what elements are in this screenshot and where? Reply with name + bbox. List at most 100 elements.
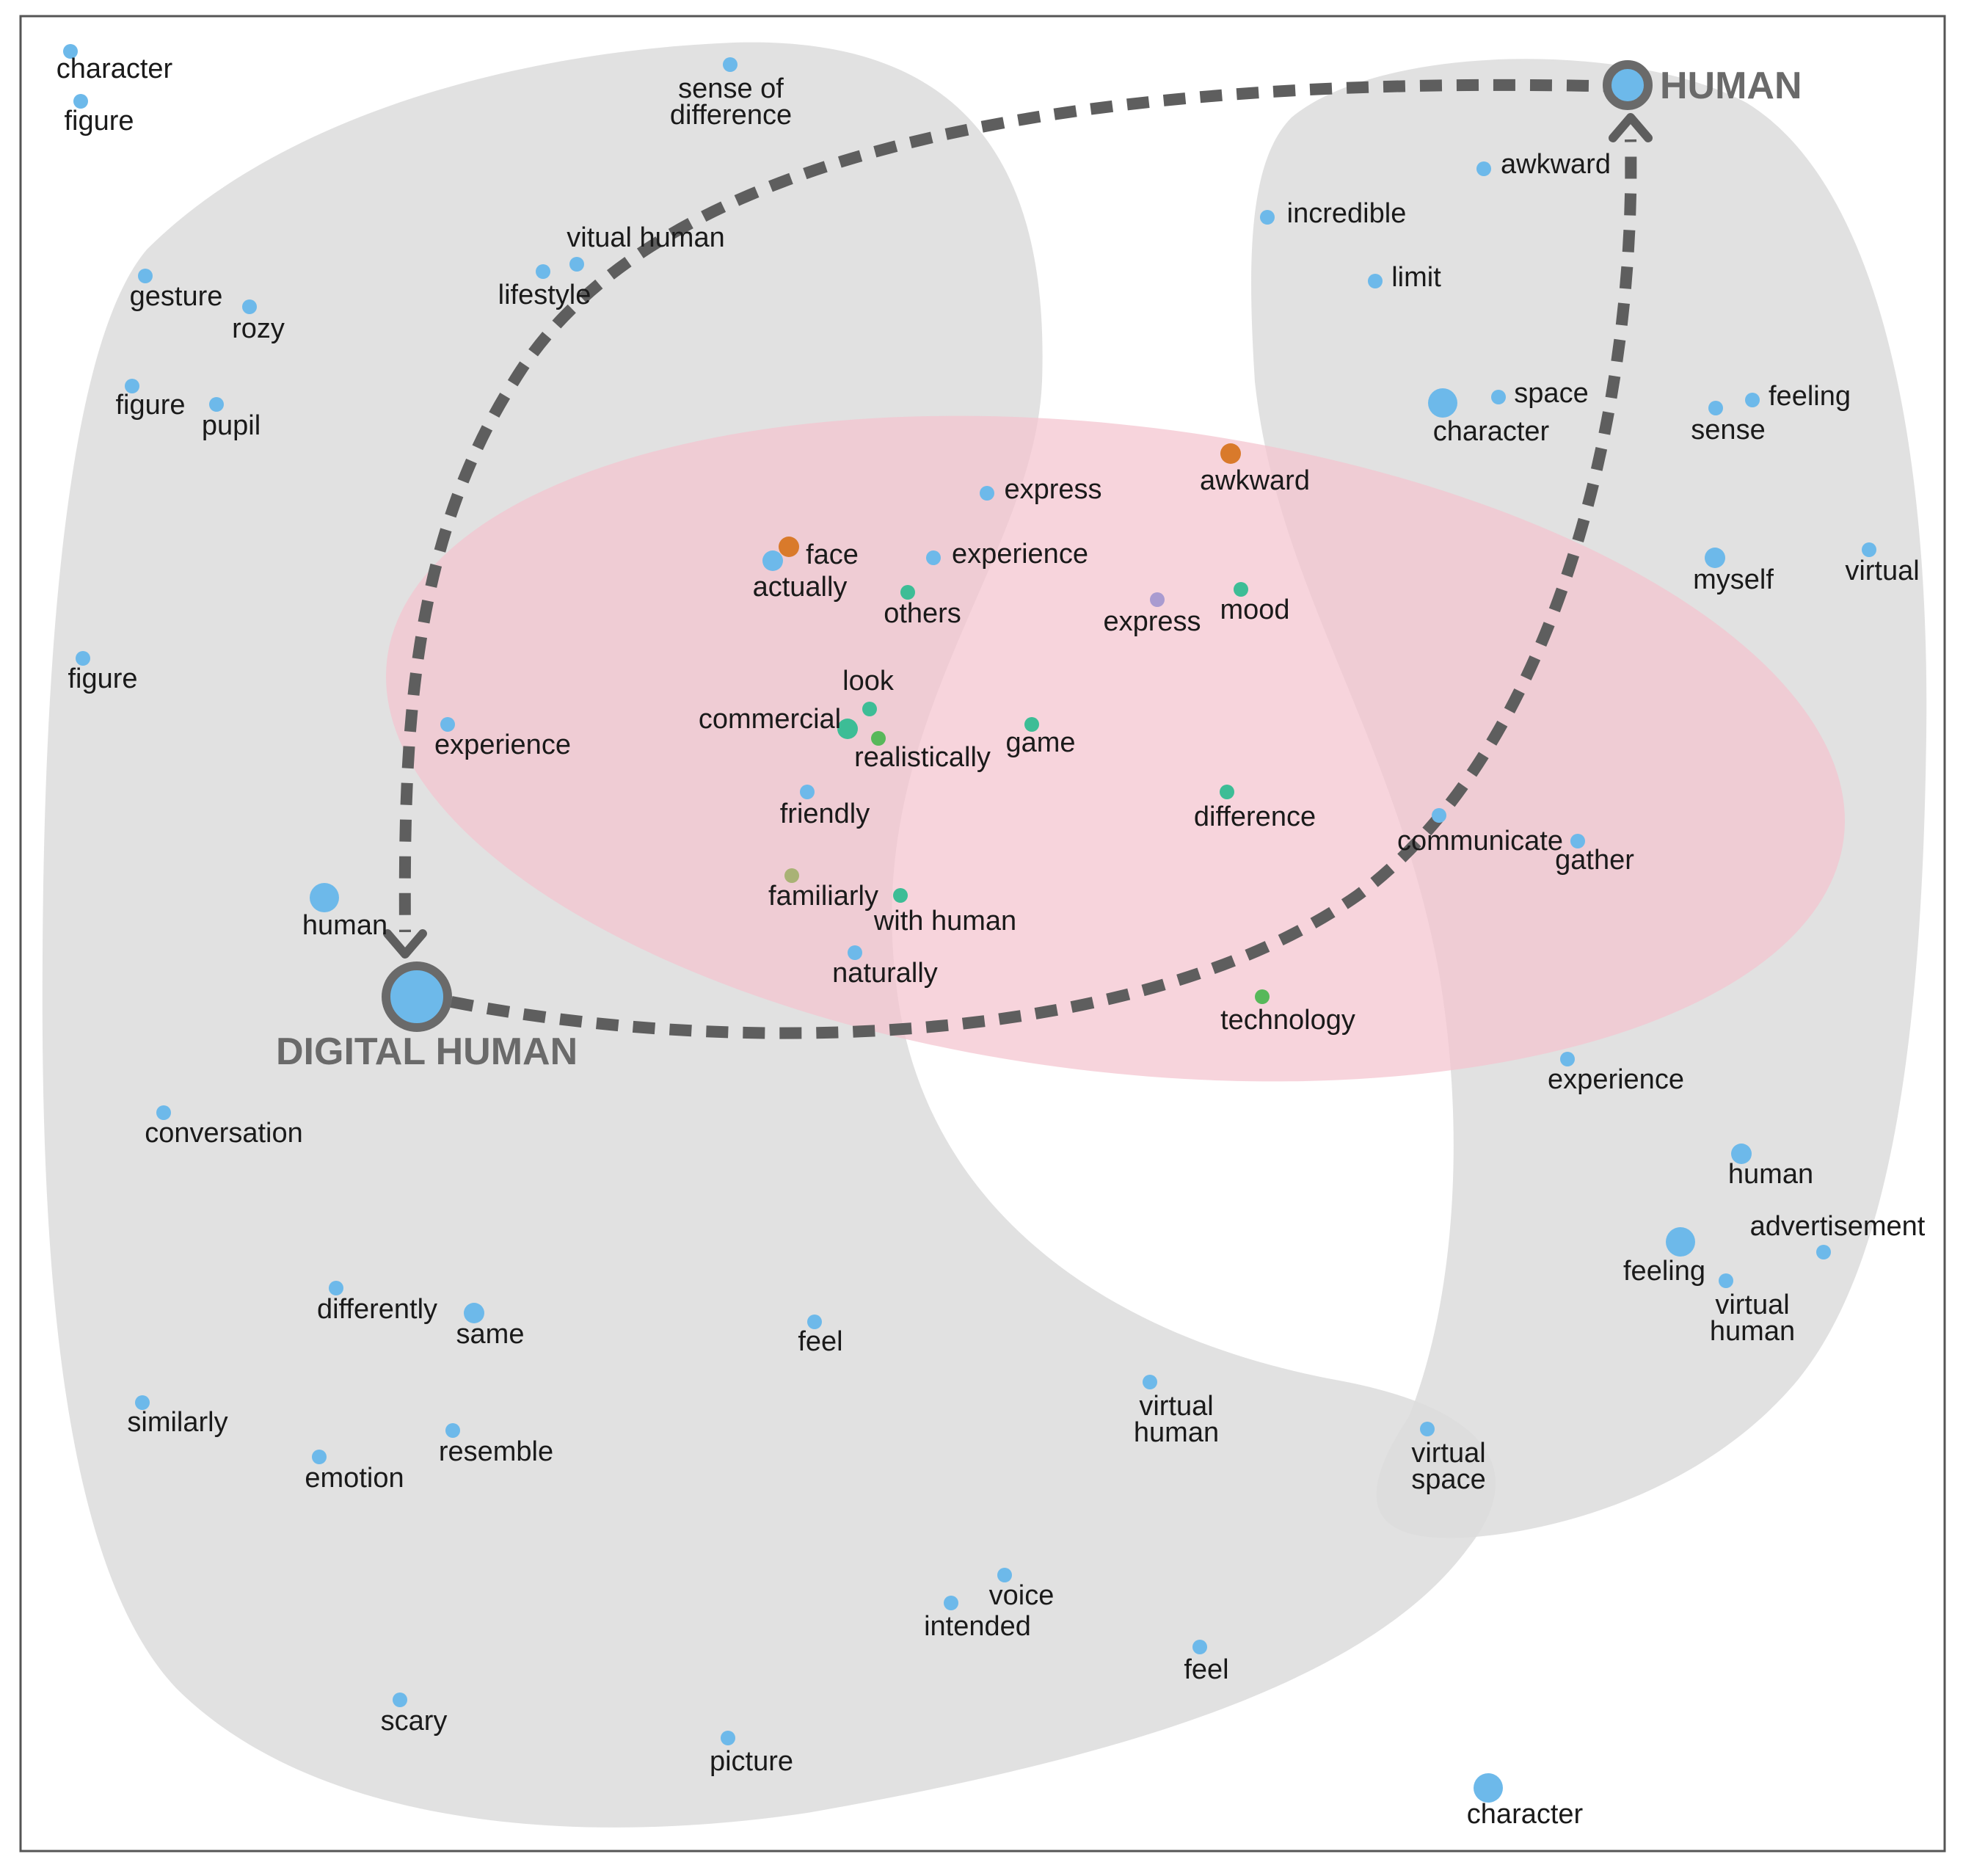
word-label: figure — [68, 663, 137, 694]
word-label-line: figure — [64, 106, 134, 137]
word-label-line: figure — [68, 663, 137, 694]
word-dot — [837, 719, 858, 739]
word-dot — [1570, 834, 1585, 848]
word-label-line: difference — [1194, 801, 1316, 832]
word-label-line: space — [1514, 378, 1588, 409]
word-label-line: advertisement — [1750, 1211, 1926, 1242]
word-node: look — [842, 666, 895, 716]
word-label: communicate — [1397, 826, 1563, 857]
word-label: commercial — [699, 704, 841, 735]
word-node: character — [1428, 388, 1550, 447]
word-node: face — [779, 537, 859, 570]
word-label: feeling — [1623, 1256, 1705, 1287]
path-human-to-digital-human — [398, 79, 1626, 933]
hub-human: HUMAN — [1603, 60, 1802, 110]
word-dot — [1666, 1227, 1695, 1257]
word-label: experience — [434, 730, 571, 760]
word-label-line: human — [1134, 1417, 1219, 1448]
word-nodes: character figure sense of difference vitual … — [57, 44, 1926, 1830]
word-node: familiarly — [768, 868, 878, 912]
shared-region — [386, 415, 1845, 1082]
word-label-line: incredible — [1287, 198, 1407, 229]
word-label-line: sense — [1691, 415, 1765, 446]
word-label: express — [1004, 474, 1101, 505]
word-label-line: conversation — [145, 1118, 302, 1149]
word-label-line: emotion — [305, 1463, 404, 1494]
word-dot — [329, 1281, 343, 1295]
word-node: vitual human — [567, 222, 725, 272]
word-node: human — [302, 883, 387, 941]
word-dot — [1368, 274, 1383, 288]
word-dot — [862, 702, 877, 716]
word-label-line: similarly — [127, 1407, 227, 1438]
word-label: experience — [952, 539, 1088, 570]
word-dot — [1255, 989, 1270, 1004]
word-dot — [1220, 443, 1241, 464]
word-dot — [569, 257, 584, 272]
word-node: incredible — [1260, 198, 1406, 229]
word-label: game — [1005, 727, 1075, 758]
word-node: difference — [1194, 785, 1316, 832]
word-label-line: differently — [317, 1294, 437, 1325]
word-node: voice — [989, 1568, 1054, 1611]
word-dot — [312, 1450, 327, 1464]
word-dot — [980, 486, 994, 501]
word-node: space — [1491, 378, 1589, 409]
word-node: resemble — [439, 1423, 553, 1467]
hub-digital-human: DIGITAL HUMAN — [276, 961, 578, 1073]
word-label-line: gesture — [130, 281, 223, 312]
word-dot — [310, 883, 339, 912]
word-dot — [893, 888, 908, 903]
word-node: friendly — [780, 785, 870, 829]
word-label: virtual — [1845, 556, 1919, 586]
word-node: experience — [1548, 1052, 1684, 1095]
word-node: with human — [873, 888, 1016, 937]
word-label: with human — [873, 906, 1016, 937]
word-node: gesture — [130, 269, 223, 312]
word-label-line: virtual — [1715, 1290, 1789, 1320]
word-label: awkward — [1200, 465, 1310, 496]
word-label: resemble — [439, 1436, 553, 1467]
word-node: human — [1728, 1144, 1813, 1190]
word-dot — [944, 1596, 958, 1610]
word-node: myself — [1693, 548, 1774, 595]
word-node: advertisement — [1750, 1211, 1926, 1259]
word-label: myself — [1693, 564, 1774, 595]
word-label-line: look — [842, 666, 895, 697]
word-dot — [440, 717, 455, 732]
word-node: express — [980, 474, 1102, 505]
word-node: conversation — [145, 1105, 303, 1149]
word-node: communicate — [1397, 808, 1563, 857]
word-node: sense — [1691, 401, 1766, 446]
word-node: figure — [64, 94, 134, 137]
word-dot — [723, 57, 738, 72]
word-label: incredible — [1287, 198, 1407, 229]
word-label: human — [302, 910, 387, 941]
word-label: space — [1514, 378, 1588, 409]
word-node: character — [1467, 1773, 1584, 1830]
word-dot — [871, 731, 886, 746]
word-label-line: figure — [115, 390, 185, 421]
word-label-line: myself — [1693, 564, 1774, 595]
word-node: emotion — [305, 1450, 404, 1494]
word-label: vitual human — [567, 222, 724, 253]
word-dot — [721, 1731, 735, 1745]
word-label: limit — [1391, 262, 1441, 293]
word-label-line: technology — [1220, 1005, 1355, 1036]
word-label: rozy — [232, 313, 285, 344]
word-dot — [900, 585, 915, 600]
word-label: difference — [1194, 801, 1316, 832]
word-dot — [76, 651, 90, 666]
word-label-line: commercial — [699, 704, 841, 735]
word-dot — [1474, 1773, 1503, 1803]
word-label: lifestyle — [498, 280, 591, 310]
word-label: gather — [1555, 845, 1634, 876]
word-dot — [1220, 785, 1234, 799]
word-dot — [779, 537, 799, 557]
word-node: feel — [1184, 1640, 1229, 1685]
word-dot — [1731, 1144, 1752, 1164]
word-label-line: sense of — [678, 73, 784, 104]
word-label-line: communicate — [1397, 826, 1563, 857]
